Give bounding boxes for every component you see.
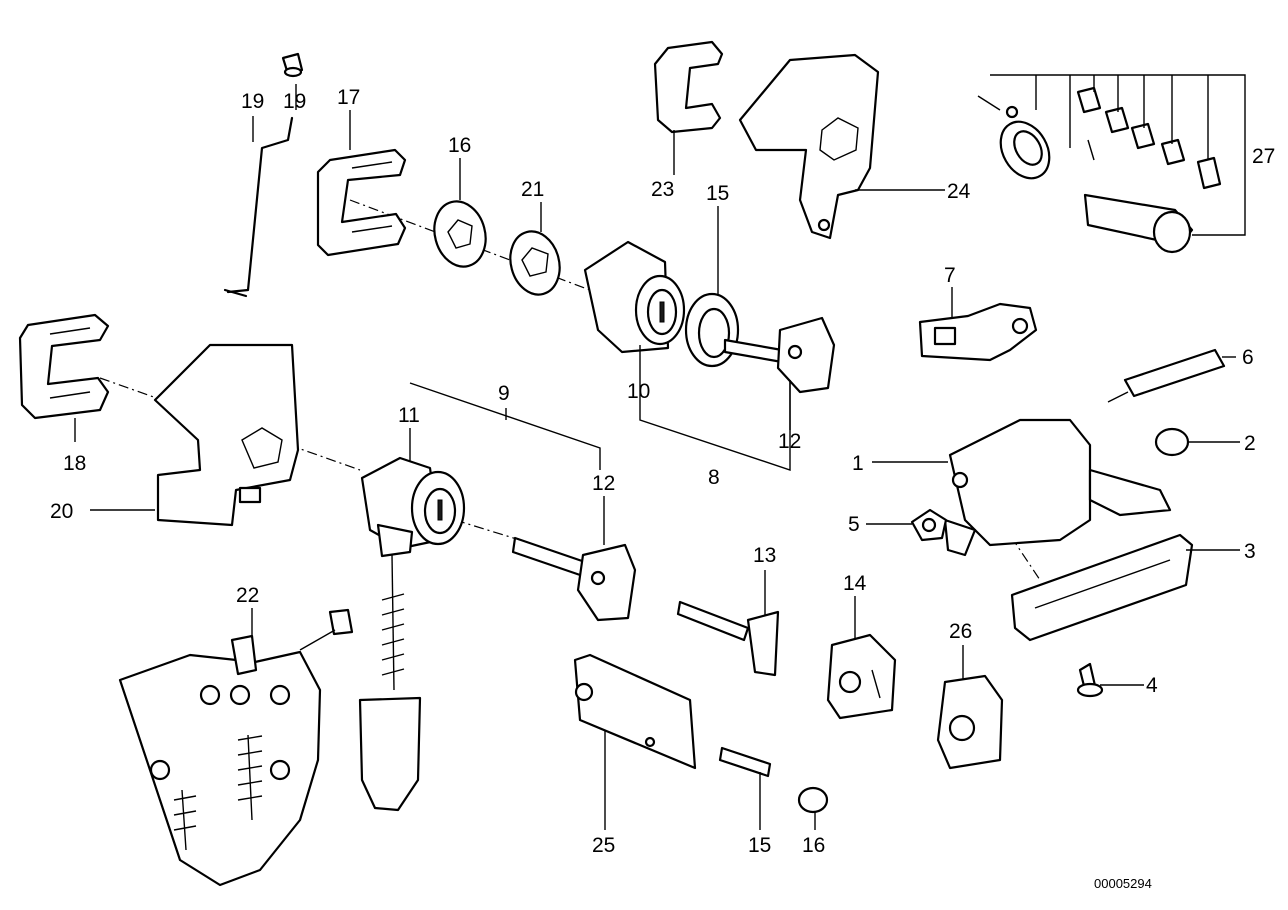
part-retainer-ring xyxy=(509,230,561,296)
part-lock-cylinder-upper xyxy=(583,240,686,354)
callout-18: 16 xyxy=(448,134,471,157)
part-cap-small xyxy=(797,786,829,814)
part-nut xyxy=(910,508,948,542)
diagram-reference-number: 00005294 xyxy=(1094,876,1152,891)
part-key-card xyxy=(573,653,697,770)
part-bracket-upper xyxy=(738,53,880,240)
callout-19-upper: 17 xyxy=(337,86,360,109)
part-bracket-c-upper xyxy=(316,148,407,257)
callout-15: 15 xyxy=(748,834,771,857)
callout-4: 4 xyxy=(1146,674,1158,697)
callout-29: 27 xyxy=(1252,145,1275,168)
part-key-housing xyxy=(826,633,897,720)
callout-27: 25 xyxy=(592,834,615,857)
callout-13: 13 xyxy=(753,544,776,567)
callout-22: 20 xyxy=(50,500,73,523)
callout-19-lower: 18 xyxy=(63,452,86,475)
callout-9: 9 xyxy=(498,382,510,405)
part-key-lower xyxy=(511,536,637,622)
part-latch-plate xyxy=(918,302,1038,362)
part-rod xyxy=(223,116,294,298)
callout-12-lower: 12 xyxy=(592,472,615,495)
part-bracket-lower xyxy=(153,343,300,527)
callout-1: 1 xyxy=(852,452,864,475)
part-pin-small xyxy=(718,746,772,778)
callout-21: 19 xyxy=(283,90,306,113)
part-gasket-ring xyxy=(684,292,740,368)
callout-12-upper: 12 xyxy=(778,430,801,453)
callout-5: 5 xyxy=(848,513,860,536)
callout-3: 3 xyxy=(1244,540,1256,563)
part-lock-mechanism xyxy=(118,608,354,887)
callout-7: 7 xyxy=(944,264,956,287)
callout-28: 26 xyxy=(949,620,972,643)
part-key-blank xyxy=(676,600,780,677)
callout-14: 14 xyxy=(843,572,867,595)
part-lock-cylinder-lower xyxy=(358,456,466,812)
part-handle-carrier xyxy=(943,418,1172,557)
part-key-upper xyxy=(723,316,836,394)
callout-23: 21 xyxy=(521,178,544,201)
callout-20: 19 xyxy=(241,90,264,113)
part-cap xyxy=(1154,427,1190,457)
part-pin xyxy=(1107,348,1226,403)
callout-8: 8 xyxy=(708,466,720,489)
part-screw xyxy=(1076,662,1104,698)
part-lock-cover xyxy=(936,674,1004,770)
part-outer-handle xyxy=(1010,533,1194,642)
part-lock-kit xyxy=(977,86,1222,254)
callout-25: 23 xyxy=(651,178,674,201)
part-washer xyxy=(433,200,487,268)
callout-labels: 19 19 17 16 21 23 15 24 27 7 6 10 12 8 9… xyxy=(50,86,1275,857)
callout-24: 22 xyxy=(236,584,259,607)
callout-11: 11 xyxy=(398,404,420,427)
callout-2: 2 xyxy=(1244,432,1256,455)
callout-17: 15 xyxy=(706,182,729,205)
callout-16: 16 xyxy=(802,834,825,857)
part-bracket-c-lower xyxy=(18,313,110,420)
callout-6: 6 xyxy=(1242,346,1254,369)
part-clip xyxy=(653,40,724,134)
callout-26: 24 xyxy=(947,180,971,203)
part-rod-clip xyxy=(281,52,304,78)
leader-lines xyxy=(74,74,1246,830)
callout-10: 10 xyxy=(627,380,650,403)
